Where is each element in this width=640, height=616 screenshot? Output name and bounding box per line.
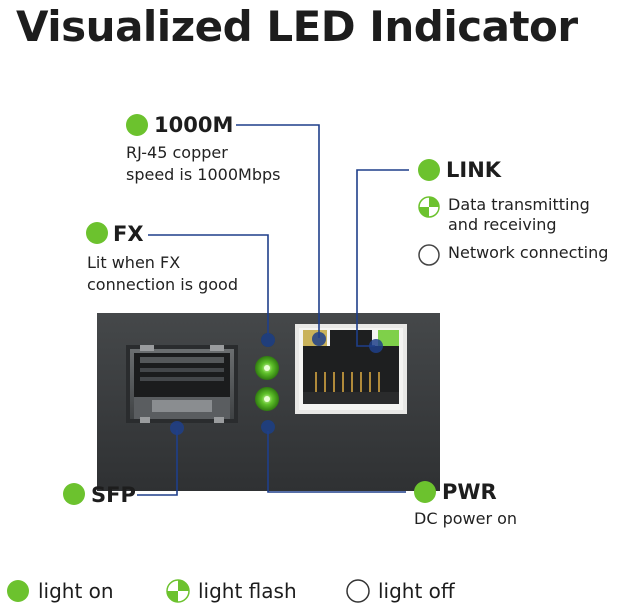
callout-fx-description: Lit when FX connection is good xyxy=(87,252,238,296)
callout-fx-label: FX xyxy=(113,222,144,246)
light-off-icon xyxy=(418,244,440,266)
link-flash-line-1: Data transmitting xyxy=(448,195,590,214)
callout-pwr-label: PWR xyxy=(442,480,497,504)
legend-light-on: light on xyxy=(6,579,114,603)
callout-1000m-line-2: speed is 1000Mbps xyxy=(126,165,281,184)
light-on-icon xyxy=(126,114,148,136)
link-state-off: Network connecting xyxy=(418,243,608,266)
light-on-icon xyxy=(86,222,108,244)
light-on-icon xyxy=(7,580,29,602)
legend-light-off-label: light off xyxy=(378,579,455,603)
legend-light-flash: light flash xyxy=(166,579,297,603)
light-on-icon xyxy=(418,159,440,181)
callout-pwr-description: DC power on xyxy=(414,509,518,528)
link-flash-line-2: and receiving xyxy=(448,215,557,234)
light-off-icon xyxy=(346,579,370,603)
callout-fx-line-1: Lit when FX xyxy=(87,253,181,272)
link-off-line-1: Network connecting xyxy=(448,243,609,262)
light-on-icon xyxy=(63,483,85,505)
callout-1000m-description: RJ-45 copper speed is 1000Mbps xyxy=(126,142,280,186)
callout-link-label: LINK xyxy=(446,158,502,182)
link-state-flash: Data transmitting and receiving xyxy=(418,195,590,235)
legend-light-off: light off xyxy=(346,579,455,603)
page-title: Visualized LED Indicator xyxy=(16,2,578,51)
light-flash-icon xyxy=(166,579,190,603)
callout-fx-line-2: connection is good xyxy=(87,275,238,294)
light-on-icon xyxy=(414,481,436,503)
callout-1000m-line-1: RJ-45 copper xyxy=(126,143,228,162)
rj45-port xyxy=(295,324,407,414)
callout-1000m-label: 1000M xyxy=(154,113,234,137)
sfp-port xyxy=(126,345,238,423)
legend-light-on-label: light on xyxy=(38,579,114,603)
legend-light-flash-label: light flash xyxy=(198,579,297,603)
connector-dots xyxy=(170,332,383,435)
connector-lines xyxy=(137,124,409,496)
light-flash-icon xyxy=(418,196,440,218)
callout-sfp-label: SFP xyxy=(91,483,136,507)
